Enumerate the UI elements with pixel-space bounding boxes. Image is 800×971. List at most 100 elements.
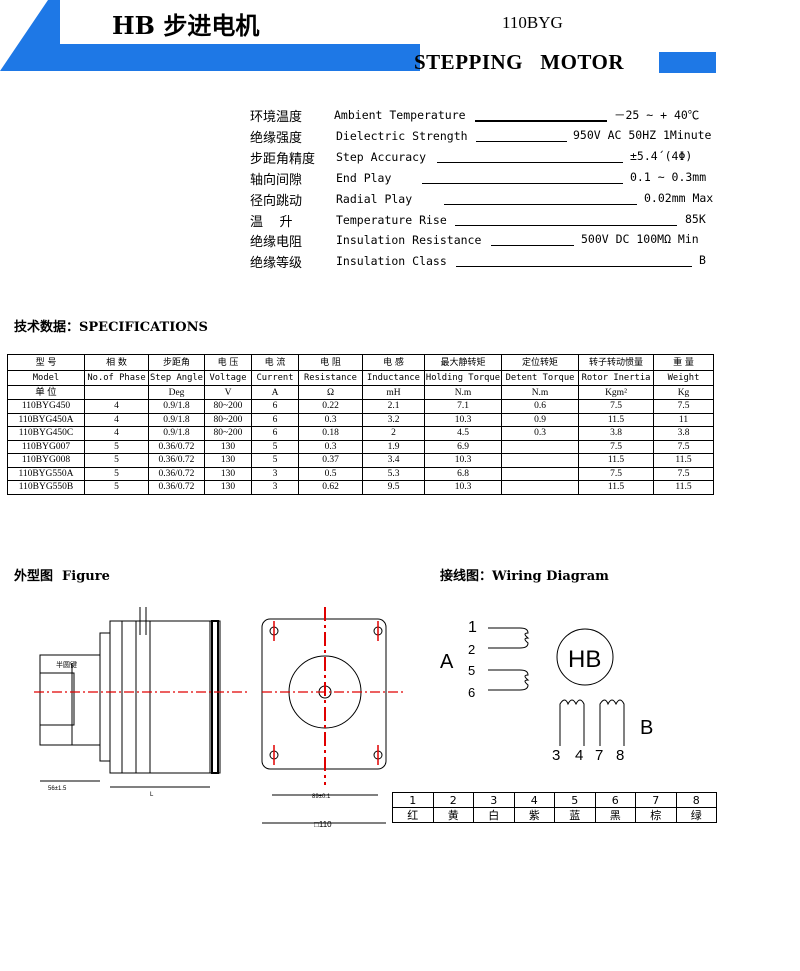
table-cell: 6 [251, 412, 299, 427]
table-cell: 11.5 [578, 480, 654, 495]
table-cell: 80~200 [204, 399, 252, 414]
phase-b-label: B [640, 717, 653, 739]
table-cell: 5 [84, 466, 149, 481]
table-cell: 7.5 [578, 439, 654, 454]
table-cell: 3.8 [653, 426, 714, 441]
table-cell [501, 466, 579, 481]
table-cell: 0.9/1.8 [148, 412, 205, 427]
table-cell: 6 [251, 399, 299, 414]
table-cell: 最大静转矩 [424, 354, 502, 371]
table-cell: Current [251, 370, 299, 386]
table-cell: 0.62 [298, 480, 363, 495]
table-cell: 3.8 [578, 426, 654, 441]
table-cell: 11.5 [653, 480, 714, 495]
param-leader-line [475, 120, 607, 122]
wire-color: 棕 [635, 807, 677, 823]
dim-shaft-length: 56±1.5 [48, 786, 67, 792]
hb-logo-text: HB [568, 646, 601, 673]
phase-a-label: A [440, 651, 454, 673]
table-cell: 转子转动惯量 [578, 354, 654, 371]
table-cell: 7.5 [578, 466, 654, 481]
table-cell: Deg [148, 385, 205, 400]
table-cell: Ω [298, 385, 363, 400]
table-cell: 11 [653, 412, 714, 427]
table-cell: 110BYG450A [7, 412, 85, 427]
wire-number: 3 [473, 792, 515, 808]
table-cell: 0.9/1.8 [148, 399, 205, 414]
pin-4: 4 [575, 747, 583, 764]
table-cell: 6 [251, 426, 299, 441]
table-cell: 80~200 [204, 426, 252, 441]
pin-6: 6 [468, 685, 475, 700]
table-cell: 10.3 [424, 453, 502, 468]
wire-color: 黑 [594, 807, 636, 823]
header-row-cn: 型 号相 数步距角电 压电 流电 阻电 感最大静转矩定位转矩转子转动惯量重 量 [7, 354, 714, 371]
table-cell: 6.8 [424, 466, 502, 481]
table-cell: A [251, 385, 299, 400]
table-cell: Kgm² [578, 385, 654, 400]
param-label-cn: 轴向间隙 [250, 173, 303, 188]
table-cell: 110BYG007 [7, 439, 85, 454]
table-cell: 电 感 [362, 354, 425, 371]
table-cell: 0.5 [298, 466, 363, 481]
table-cell: 110BYG450 [7, 399, 85, 414]
table-cell [501, 439, 579, 454]
table-cell: 110BYG550A [7, 466, 85, 481]
param-value: 0.02mm Max [644, 191, 714, 205]
table-cell: 5 [84, 439, 149, 454]
table-cell: 0.36/0.72 [148, 480, 205, 495]
table-cell: Inductance [362, 370, 425, 386]
param-leader-line [437, 162, 623, 163]
wire-number: 7 [635, 792, 677, 808]
table-cell: 4.5 [424, 426, 502, 441]
table-cell: 2.1 [362, 399, 425, 414]
title-en: STEPPING MOTOR [414, 50, 625, 74]
pin-1: 1 [468, 619, 477, 636]
pin-2: 2 [468, 642, 475, 657]
param-label-cn: 温 升 [250, 215, 293, 230]
table-cell: 0.3 [298, 412, 363, 427]
table-cell: 3.4 [362, 453, 425, 468]
motor-body-side [109, 620, 221, 774]
table-cell: 电 流 [251, 354, 299, 371]
param-value: －25 ~ + 40℃ [614, 108, 700, 122]
table-cell: Voltage [204, 370, 252, 386]
table-cell: 0.3 [298, 439, 363, 454]
dim-body-length: L [150, 792, 154, 798]
table-cell: Weight [653, 370, 714, 386]
wiring-diagram: A B HB 1 2 5 6 3 4 7 8 [440, 619, 653, 764]
table-cell: Detent Torque [501, 370, 579, 386]
table-cell: 步距角 [148, 354, 205, 371]
table-cell: 电 阻 [298, 354, 363, 371]
table-cell: 5 [84, 453, 149, 468]
table-cell: 80~200 [204, 412, 252, 427]
param-leader-line [476, 141, 567, 142]
table-cell: 10.3 [424, 412, 502, 427]
param-leader-line [455, 225, 677, 226]
table-cell: Resistance [298, 370, 363, 386]
param-label-en: Insulation Resistance [336, 233, 482, 247]
table-cell: 130 [204, 453, 252, 468]
pin-7: 7 [595, 747, 603, 764]
param-value: 500V DC 100MΩ Min [581, 232, 699, 246]
wire-number: 5 [554, 792, 596, 808]
table-cell: 2 [362, 426, 425, 441]
table-cell: 5 [251, 453, 299, 468]
param-label-cn: 绝缘等级 [250, 256, 303, 271]
param-label-cn: 步距角精度 [250, 152, 316, 167]
table-cell: 4 [84, 399, 149, 414]
pin-5: 5 [468, 663, 475, 678]
table-cell: 3 [251, 466, 299, 481]
table-cell: 10.3 [424, 480, 502, 495]
table-cell: 相 数 [84, 354, 149, 371]
table-cell: V [204, 385, 252, 400]
wire-number: 2 [432, 792, 474, 808]
hb-logo-circle [556, 628, 614, 686]
dim-flange-size: □110 [314, 820, 332, 829]
outline-drawing: 56±1.5 L 半圆键 89±0.1 □110 [34, 607, 406, 829]
